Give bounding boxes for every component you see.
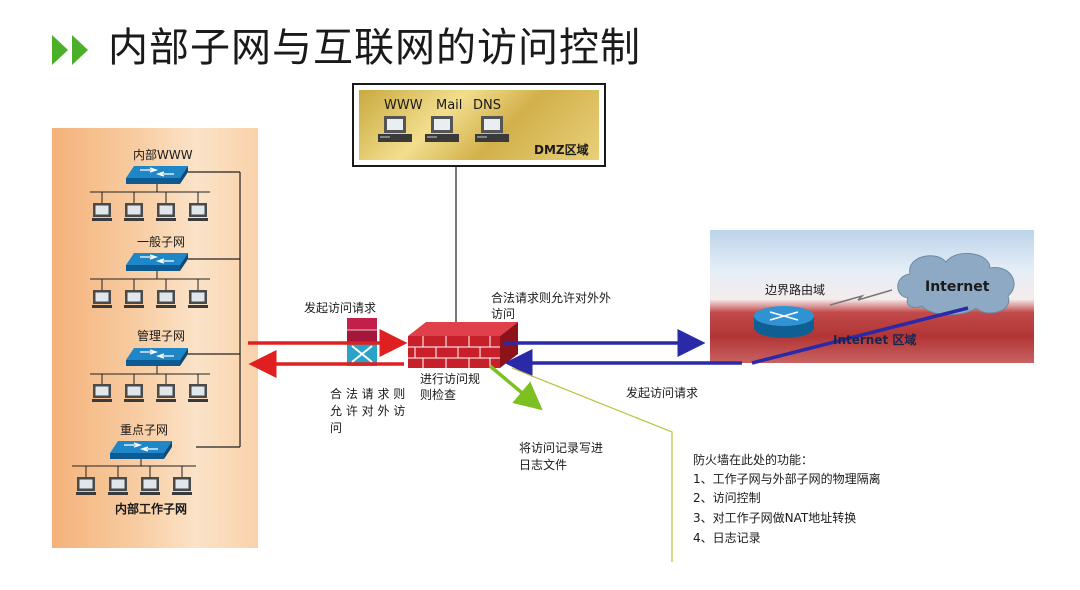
computer-icon	[92, 203, 208, 221]
switch-icon-key	[109, 440, 173, 460]
dmz-server-label-dns: DNS	[473, 98, 501, 113]
lightning-icon	[829, 289, 893, 306]
incoming-request-label: 发起访问请求	[626, 386, 699, 400]
switch-icon-www	[125, 165, 189, 185]
computer-icon	[92, 384, 208, 402]
firewall-function-item: 1、工作子网与外部子网的物理隔离	[693, 472, 881, 486]
allow-outbound-left-line3: 问	[330, 421, 343, 435]
allow-outbound-right-line2: 访问	[491, 307, 516, 321]
border-router-icon	[754, 306, 814, 338]
allow-outbound-right-line1: 合法请求则允许对外外	[491, 291, 612, 305]
switch-icon-management	[125, 347, 189, 367]
segment-label-www: 内部WWW	[133, 148, 193, 162]
inner-network-caption: 内部工作子网	[115, 502, 188, 516]
border-router-label: 边界路由域	[765, 283, 826, 297]
page-title: 内部子网与互联网的访问控制	[108, 25, 641, 71]
firewall-functions-heading: 防火墙在此处的功能：	[693, 453, 814, 467]
segment-label-general: 一般子网	[137, 235, 186, 249]
log-write-line2: 日志文件	[519, 458, 568, 472]
outgoing-request-label: 发起访问请求	[304, 301, 377, 315]
computer-icon	[92, 290, 208, 308]
segment-label-management: 管理子网	[137, 329, 186, 343]
allow-outbound-left-line2: 允 许 对 外 访	[330, 404, 406, 418]
dmz-zone-label: DMZ区域	[534, 143, 589, 157]
switch-icon-general	[125, 252, 189, 272]
rule-check-line2: 则检查	[420, 388, 457, 402]
server-icon	[377, 115, 510, 143]
inner-network-backbone	[188, 171, 241, 448]
firewall-function-item: 3、对工作子网做NAT地址转换	[693, 511, 857, 525]
allow-outbound-left-line1: 合 法 请 求 则	[330, 387, 406, 401]
segment-label-key: 重点子网	[120, 423, 169, 437]
firewall-function-item: 2、访问控制	[693, 491, 761, 505]
internet-cloud-icon	[897, 252, 1015, 315]
internet-cloud-label: Internet	[925, 279, 990, 295]
firewall-icon	[408, 322, 518, 368]
internet-zone-label: Internet 区域	[833, 333, 917, 347]
dmz-zone-box	[352, 83, 606, 167]
rule-check-line1: 进行访问规	[420, 372, 481, 386]
internet-request-arrow	[751, 306, 969, 365]
log-arrow	[488, 364, 543, 411]
log-write-line1: 将访问记录写进	[519, 441, 604, 455]
router-icon	[347, 318, 377, 366]
callout-line	[511, 367, 673, 562]
computer-icon	[76, 477, 192, 495]
title-chevrons-icon	[52, 35, 88, 65]
dmz-server-label-mail: Mail	[436, 98, 463, 113]
firewall-function-item: 4、日志记录	[693, 531, 761, 545]
dmz-server-label-www: WWW	[384, 98, 423, 113]
